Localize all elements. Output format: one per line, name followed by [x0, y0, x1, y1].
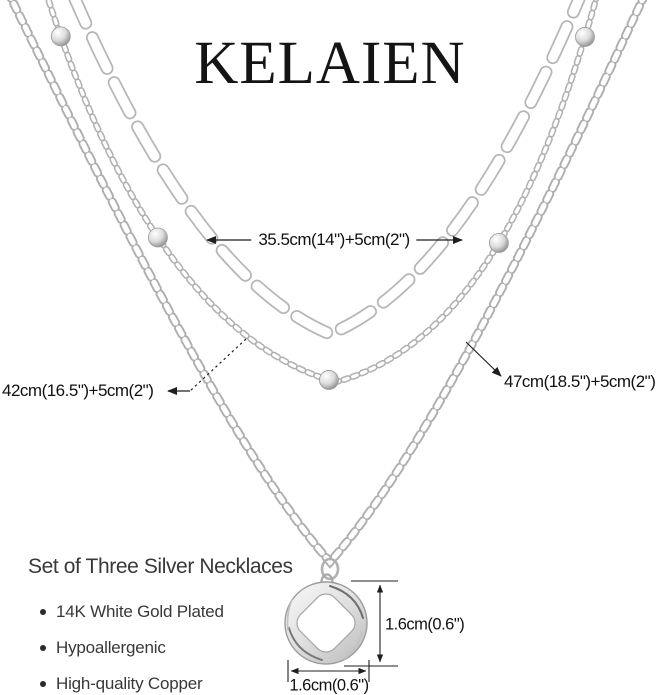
silver-bead — [575, 27, 595, 47]
bullet-icon — [40, 645, 46, 651]
pendant-twist-shade-sw — [288, 627, 323, 661]
pendant-twist-shade-se — [343, 631, 363, 660]
pendant-dimensions — [287, 580, 398, 682]
chain-layer — [6, 0, 648, 569]
feature-item: High-quality Copper — [40, 672, 224, 695]
product-heading: Set of Three Silver Necklaces — [28, 555, 293, 578]
label-pendant-height: 1.6cm(0.6") — [385, 615, 465, 634]
label-paperclip-length: 35.5cm(14")+5cm(2") — [251, 230, 417, 250]
twisted-ring-pendant — [284, 557, 368, 665]
leader-bead-diagonal — [189, 338, 247, 392]
cable-pendant-chain-links — [9, 0, 646, 566]
paperclip-chain — [68, 0, 586, 342]
label-bead-chain-length: 42cm(16.5")+5cm(2") — [2, 381, 154, 400]
cable-pendant-chain — [6, 0, 648, 569]
silver-bead — [488, 233, 509, 253]
pendant-hole — [296, 593, 356, 653]
annotation-layer — [167, 236, 502, 682]
silver-bead — [148, 227, 168, 248]
bullet-icon — [40, 609, 46, 615]
paperclip-chain-links — [70, 0, 584, 340]
silver-bead — [319, 370, 339, 390]
silver-bead — [50, 26, 71, 47]
pendant-bail-upper — [320, 557, 340, 581]
feature-text: High-quality Copper — [56, 674, 203, 693]
pendant-twist-shade-w — [286, 599, 293, 631]
feature-item: 14K White Gold Plated — [40, 600, 224, 624]
feature-text: 14K White Gold Plated — [56, 602, 224, 621]
feature-item: Hypoallergenic — [40, 636, 224, 660]
label-pendant-width: 1.6cm(0.6") — [289, 676, 369, 695]
pendant-twist-shade-ne — [329, 585, 364, 619]
label-pendant-chain-length: 47cm(18.5")+5cm(2") — [504, 372, 656, 391]
feature-list: 14K White Gold Plated Hypoallergenic Hig… — [40, 600, 224, 695]
leader-cable — [465, 341, 502, 377]
satellite-bead-chain — [45, 0, 600, 390]
feature-text: Hypoallergenic — [56, 638, 166, 657]
brand-title: KELAIEN — [194, 30, 466, 97]
bullet-icon — [40, 681, 46, 687]
